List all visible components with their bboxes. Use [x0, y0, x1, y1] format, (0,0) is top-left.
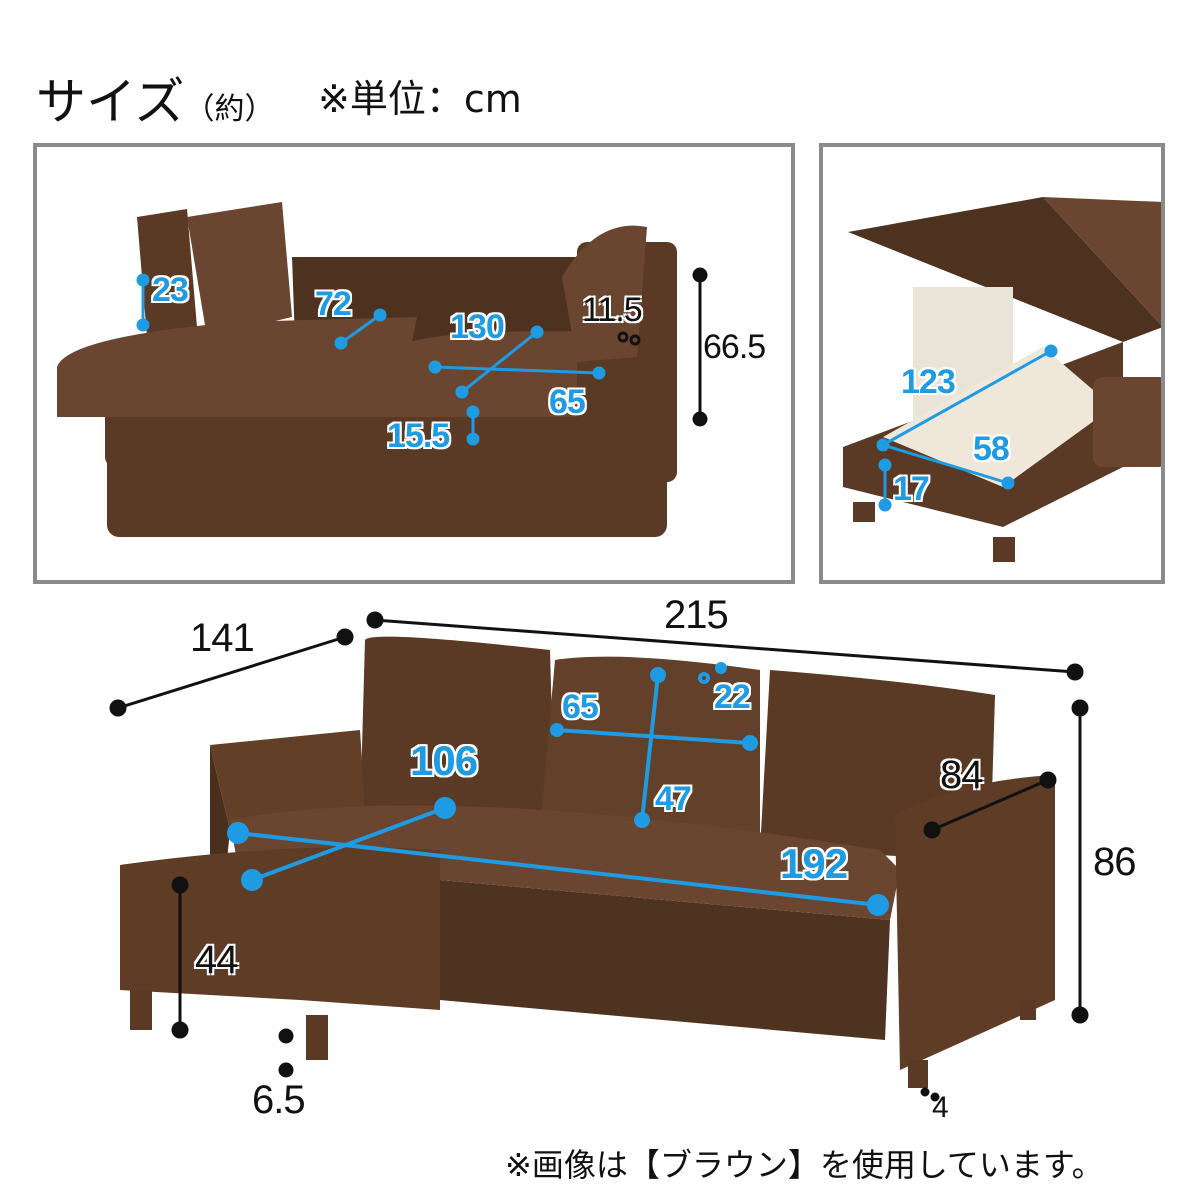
dim-depth-total: 141 [190, 616, 255, 660]
dim-seat-thickness: 15.5 [387, 417, 450, 455]
storage-illustration [843, 197, 1161, 562]
bed-mode-illustration [57, 202, 708, 537]
dim-height-total: 86 [1093, 840, 1136, 884]
dim-arm-depth: 84 [940, 753, 983, 797]
dim-leg-height: 4 [932, 1091, 949, 1124]
storage-panel: 123 58 17 [819, 143, 1165, 584]
dim-bed-width: 65 [549, 383, 586, 421]
dim-cushion-thickness: 22 [714, 678, 751, 716]
page-title: サイズ（約） [36, 73, 275, 131]
dim-height-bed: 66.5 [703, 328, 766, 366]
dim-cushion-width: 65 [562, 688, 599, 726]
dim-back-depth: 72 [315, 285, 352, 323]
unit-note: ※単位：cm [318, 77, 522, 121]
dim-cushion-height: 47 [655, 780, 692, 818]
dim-arm-width: 11.5 [582, 291, 643, 329]
dim-bed-length: 130 [450, 308, 505, 346]
dim-inner-length: 123 [901, 363, 956, 401]
dim-seat-height: 44 [195, 938, 238, 982]
color-note: ※画像は【ブラウン】を使用しています。 [505, 1146, 1104, 1184]
dim-chaise-length: 106 [410, 737, 478, 784]
dim-armrest-height: 23 [152, 271, 189, 309]
dim-chaise-leg: 6.5 [252, 1078, 306, 1122]
dim-inner-depth: 17 [893, 470, 930, 508]
bed-mode-panel: 23 72 130 11.5 66.5 65 15.5 [33, 143, 795, 584]
dim-seat-width: 192 [780, 840, 848, 887]
dim-width-total: 215 [664, 593, 729, 637]
dim-inner-width: 58 [973, 430, 1010, 468]
